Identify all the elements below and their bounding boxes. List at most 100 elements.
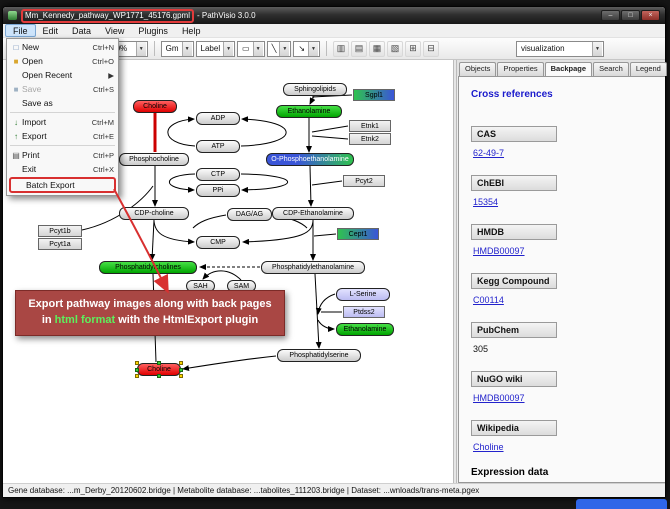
pathway-node-etnk2[interactable]: Etnk2	[349, 133, 391, 145]
selection-handle[interactable]	[157, 361, 161, 365]
pathway-edge[interactable]	[168, 173, 196, 193]
pathway-node-ctp[interactable]: CTP	[196, 168, 240, 181]
zoom-dropdown-icon[interactable]: ▼	[135, 41, 146, 56]
pathway-node-phosphatidylcholines[interactable]: Phosphatidylcholines	[99, 261, 197, 274]
selection-handle[interactable]	[135, 361, 139, 365]
pathway-node-choline[interactable]: Choline	[133, 100, 177, 113]
backpage-value-link[interactable]: Choline	[473, 442, 504, 452]
distribute-vertical-button[interactable]: ▧	[387, 40, 403, 57]
pathway-node-pcyt1b[interactable]: Pcyt1b	[38, 225, 82, 237]
pathway-node-cdp-choline[interactable]: CDP-choline	[119, 207, 189, 220]
visualization-dropdown-icon[interactable]: ▼	[592, 41, 602, 56]
pathway-node-cept1[interactable]: Cept1	[337, 228, 379, 240]
new-shape-button-dropdown-icon[interactable]: ▼	[252, 41, 263, 56]
selection-handle[interactable]	[179, 374, 183, 378]
new-line-button-dropdown-icon[interactable]: ▼	[279, 41, 290, 56]
tab-objects[interactable]: Objects	[459, 62, 497, 76]
file-menu-item-open-recent[interactable]: Open Recent▶	[7, 68, 118, 82]
new-label-button-dropdown-icon[interactable]: ▼	[223, 41, 234, 56]
pathway-edge[interactable]	[242, 220, 314, 245]
selection-handle[interactable]	[135, 374, 139, 378]
pathway-node-cmp[interactable]: CMP	[196, 236, 240, 249]
pathway-node-pcyt1a[interactable]: Pcyt1a	[38, 238, 82, 250]
new-shape-button[interactable]: ▭▼	[237, 40, 265, 57]
titlebar[interactable]: Mm_Kennedy_pathway_WP1771_45176.gpml - P…	[3, 7, 665, 24]
pathway-node-phosphocholine[interactable]: Phosphocholine	[119, 153, 189, 166]
pathway-edge[interactable]	[240, 116, 287, 147]
pathway-node-ppi[interactable]: PPi	[196, 184, 240, 197]
pathway-edge[interactable]	[311, 135, 349, 140]
pathway-node-sgpl1[interactable]: Sgpl1	[353, 89, 395, 101]
pathway-node-etnk1[interactable]: Etnk1	[349, 120, 391, 132]
pathway-edge[interactable]	[317, 319, 335, 332]
menu-data[interactable]: Data	[72, 25, 92, 36]
pathway-edge[interactable]	[311, 180, 343, 186]
pathway-node-l-serine[interactable]: L-Serine	[336, 288, 390, 301]
pathway-edge[interactable]	[202, 270, 242, 281]
pathway-edge[interactable]	[149, 219, 156, 261]
backpage-value-link[interactable]: HMDB00097	[473, 393, 525, 403]
pathway-node-ethanolamine[interactable]: Ethanolamine	[276, 105, 342, 118]
pathway-edge[interactable]	[167, 116, 196, 147]
pathway-edge[interactable]	[153, 220, 195, 245]
backpage-value-link[interactable]: C00114	[473, 295, 504, 305]
pathway-node-phosphatidylserine[interactable]: Phosphatidylserine	[277, 349, 361, 362]
pathway-node-phosphatidylethanolamine[interactable]: Phosphatidylethanolamine	[261, 261, 365, 274]
tab-properties[interactable]: Properties	[497, 62, 544, 76]
new-connector-button-dropdown-icon[interactable]: ▼	[308, 41, 318, 56]
menu-edit[interactable]: Edit	[42, 25, 59, 36]
file-menu-item-save-as[interactable]: Save as	[7, 96, 118, 110]
maximize-button[interactable]: □	[621, 10, 640, 21]
new-line-button[interactable]: ╲▼	[266, 40, 292, 57]
selection-handle[interactable]	[179, 367, 183, 372]
splitter-handle[interactable]	[453, 60, 457, 483]
pathway-edge[interactable]	[311, 125, 349, 133]
close-button[interactable]: ×	[641, 10, 660, 21]
tab-legend[interactable]: Legend	[629, 62, 667, 76]
backpage-value-link[interactable]: HMDB00097	[473, 246, 525, 256]
selection-handle[interactable]	[179, 361, 183, 365]
to-front-button[interactable]: ⊞	[405, 40, 421, 57]
align-horizontal-button[interactable]: ▥	[333, 40, 349, 57]
pathway-node-o-phosphoethanolamine[interactable]: O-Phosphoethanolamine	[266, 153, 354, 166]
pathway-node-pcyt2[interactable]: Pcyt2	[343, 175, 385, 187]
pathway-node-adp[interactable]: ADP	[196, 112, 240, 125]
to-back-button[interactable]: ⊟	[423, 40, 439, 57]
backpage-value-link[interactable]: 15354	[473, 197, 499, 207]
menu-view[interactable]: View	[105, 25, 125, 36]
menu-help[interactable]: Help	[181, 25, 201, 36]
align-vertical-button[interactable]: ▤	[351, 40, 367, 57]
pathway-edge[interactable]	[240, 173, 289, 193]
tab-backpage[interactable]: Backpage	[544, 62, 593, 76]
minimize-button[interactable]: –	[601, 10, 620, 21]
pathway-edge[interactable]	[182, 355, 277, 372]
pathway-node-ptdss2[interactable]: Ptdss2	[343, 306, 385, 318]
pathway-node-sphingolipids[interactable]: Sphingolipids	[283, 83, 347, 96]
pathway-node-dag-ag[interactable]: DAG/AG	[227, 208, 272, 221]
pathway-edge[interactable]	[315, 293, 336, 315]
pathway-edge[interactable]	[311, 94, 353, 98]
pathway-edge[interactable]	[307, 165, 314, 207]
tab-search[interactable]: Search	[593, 62, 629, 76]
pathway-node-atp[interactable]: ATP	[196, 140, 240, 153]
backpage-value-link[interactable]: 62-49-7	[473, 148, 505, 158]
pathway-node-cdp-ethanolamine[interactable]: CDP-Ethanolamine	[272, 207, 354, 220]
file-menu-item-batch-export[interactable]: Batch Export	[9, 177, 116, 193]
distribute-horizontal-button[interactable]: ▦	[369, 40, 385, 57]
new-label-button[interactable]: Label▼	[195, 40, 236, 57]
new-connector-button[interactable]: ↘▼	[293, 40, 320, 57]
new-datanode-button-dropdown-icon[interactable]: ▼	[181, 41, 192, 56]
pathway-node-ethanolamine[interactable]: Ethanolamine	[336, 323, 394, 336]
menu-plugins[interactable]: Plugins	[138, 25, 168, 36]
selection-handle[interactable]	[135, 367, 139, 372]
new-datanode-button[interactable]: Gm▼	[160, 40, 194, 57]
pathway-edge[interactable]	[313, 233, 337, 237]
selection-handle[interactable]	[157, 374, 161, 378]
